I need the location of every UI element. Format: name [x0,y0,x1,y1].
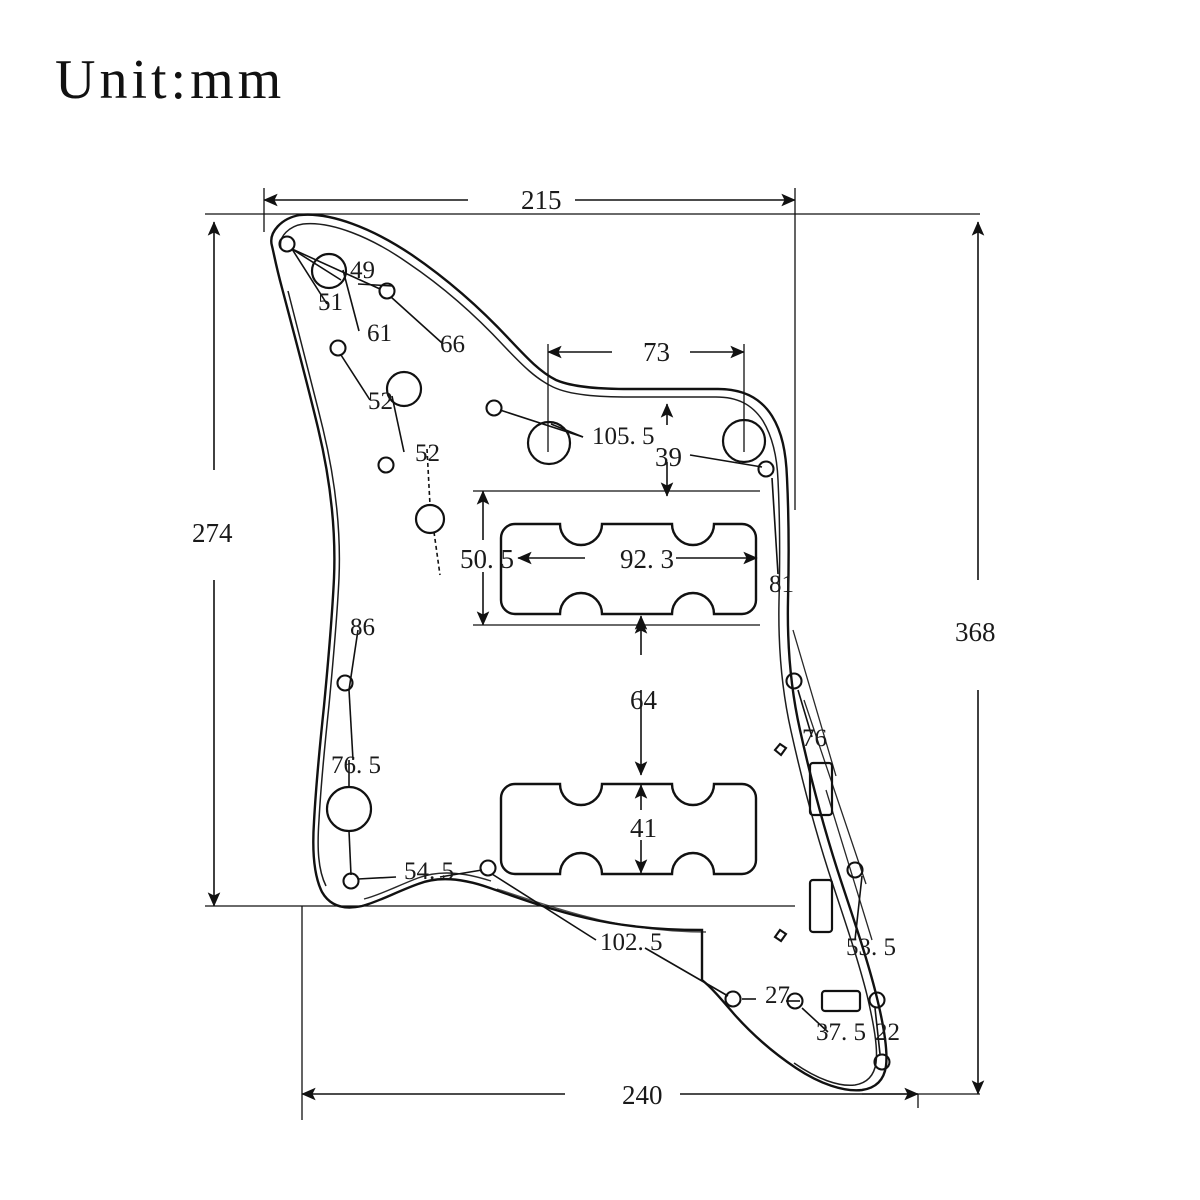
callout-c37_5: 37. 5 [816,1019,866,1046]
small-holes [773,742,788,943]
callout-c27: 27 [765,982,790,1009]
dim-label-215: 215 [521,185,562,215]
switch-slots [808,761,862,1013]
callout-text-layer: 49 51 61 66 52 52 105. 5 86 76. 5 54. 5 102. 5 81 76… [318,257,900,1046]
upper-hole-52 [414,503,446,535]
callout-c105_5: 105. 5 [592,423,655,450]
dimension-text-layer: 215 240 274 368 73 39 50. 5 92. 3 64 41 [192,185,996,1110]
callout-c22: 22 [875,1019,900,1046]
screw-holes [278,235,891,1071]
dim-label-64: 64 [630,685,658,715]
lower-pickup-route [499,782,758,876]
slot-upper [808,761,834,817]
callout-c81: 81 [769,571,794,598]
callout-c66: 66 [440,331,465,358]
dimension-arrows [207,193,985,1101]
knob-holes [526,418,767,466]
slot-bottom [820,989,862,1013]
dim-label-41: 41 [630,813,657,843]
dim-label-240: 240 [622,1080,663,1110]
upper-hole-49 [310,252,348,290]
callout-c86: 86 [350,614,375,641]
callout-c51: 51 [318,289,343,316]
knob-hole-left [526,420,572,466]
callout-c52b: 52 [415,440,440,467]
page-title: Unit:mm [55,49,286,111]
jack-hole [325,785,373,833]
dim-label-39: 39 [655,442,682,472]
leader-lines [291,248,881,1055]
callout-c76_5: 76. 5 [331,752,381,779]
dim-label-50-5: 50. 5 [460,544,514,574]
dim-label-73: 73 [643,337,670,367]
dim-label-368: 368 [955,617,996,647]
dim-label-92-3: 92. 3 [620,544,674,574]
pickguard-outline [270,213,888,1092]
callout-c54_5: 54. 5 [404,858,454,885]
dim-label-274: 274 [192,518,233,548]
right-body-detail-lines [792,629,873,941]
extension-lines [205,188,980,1120]
callout-c52a: 52 [368,388,393,415]
callout-c102_5: 102. 5 [600,929,663,956]
callout-c49: 49 [350,257,375,284]
upper-pickup-route [499,522,758,616]
callout-c61: 61 [367,320,392,347]
upper-hole-61 [385,370,423,408]
slot-lower [808,878,834,934]
callout-c76: 76 [802,725,827,752]
knob-hole-right [721,418,767,464]
callout-c53_5: 53. 5 [846,934,896,961]
